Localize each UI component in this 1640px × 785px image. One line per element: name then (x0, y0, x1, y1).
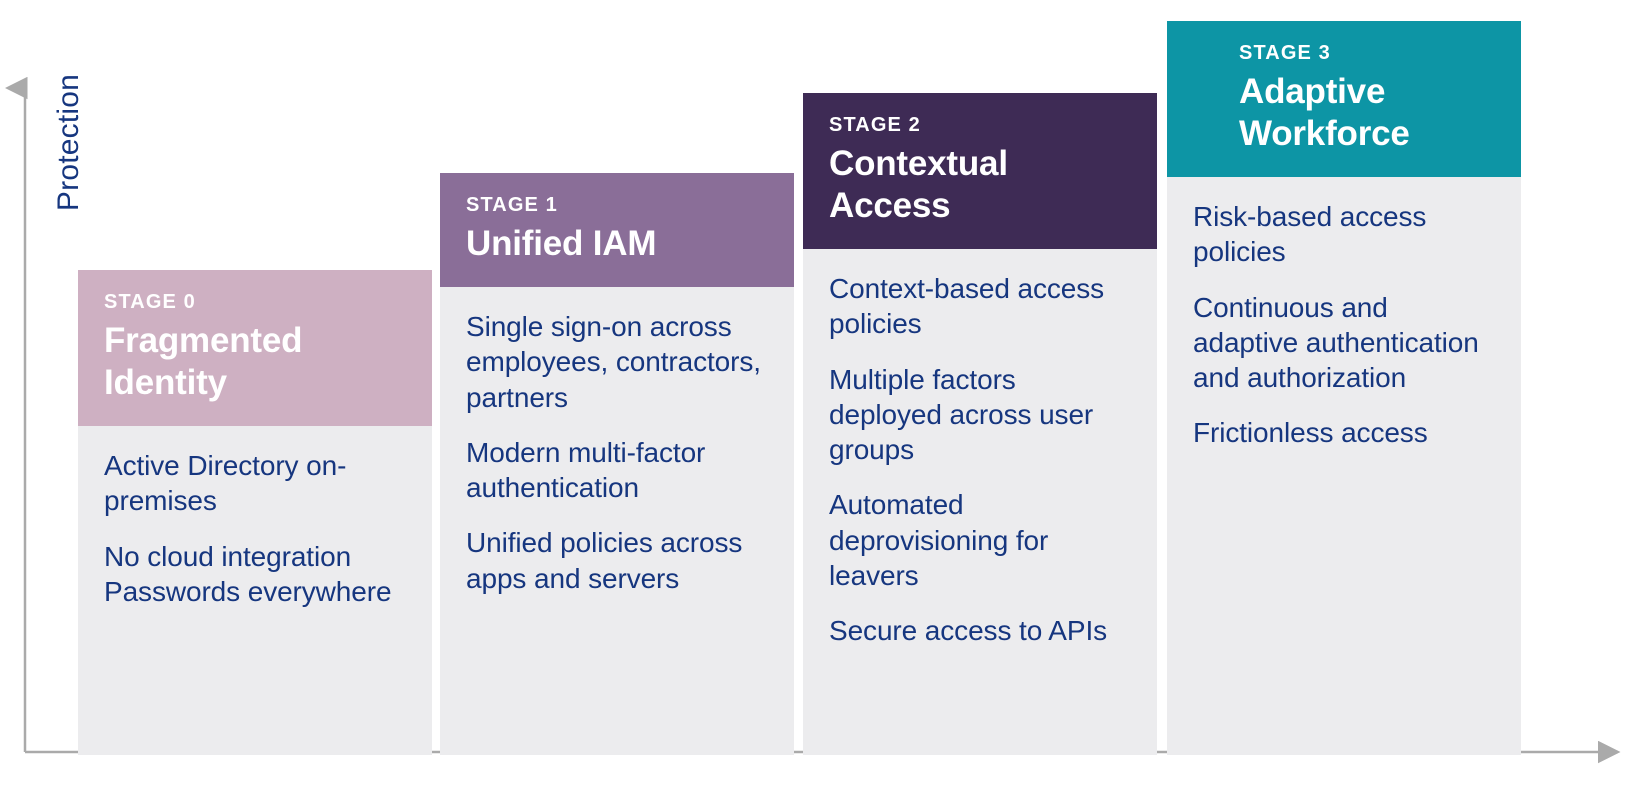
stage-column-2[interactable]: STAGE 2 Contextual Access Context-based … (803, 93, 1157, 755)
stage-item: Risk-based access policies (1193, 201, 1427, 268)
stage-item: Context-based access policies (829, 273, 1105, 340)
stage-title-1: Unified IAM (466, 224, 657, 263)
stage-eyebrow-1: STAGE 1 (466, 194, 558, 216)
stage-item: Frictionless access (1193, 417, 1428, 449)
stage-item: Unified policies across apps and servers (466, 527, 743, 594)
stage-item: Single sign-on across employees, contrac… (466, 311, 761, 413)
stage-item: Secure access to APIs (829, 615, 1108, 647)
stage-body-1: Single sign-on across employees, contrac… (440, 287, 794, 755)
stage-header-1: STAGE 1 Unified IAM (440, 173, 794, 287)
stage-title-2: Contextual Access (829, 144, 1008, 225)
stage-item: Continuous and adaptive authentication a… (1193, 291, 1479, 394)
stage-body-0: Active Directory on-premises No cloud in… (78, 426, 432, 755)
stage-eyebrow-3: STAGE 3 (1239, 42, 1331, 64)
stage-column-0[interactable]: STAGE 0 Fragmented Identity Active Direc… (78, 270, 432, 755)
stage-eyebrow-2: STAGE 2 (829, 114, 921, 136)
stage-item: Multiple factors deployed across user gr… (829, 363, 1094, 466)
stage-body-3: Risk-based access policies Continuous an… (1167, 177, 1521, 755)
stage-item: No cloud integration Passwords everywher… (104, 540, 392, 607)
stage-title-0: Fragmented Identity (104, 321, 303, 402)
stage-title-3: Adaptive Workforce (1239, 72, 1410, 153)
stage-body-2: Context-based access policies Multiple f… (803, 249, 1157, 755)
stage-item: Automated deprovisioning for leavers (829, 489, 1049, 591)
stage-item: Active Directory on-premises (104, 450, 347, 517)
stage-column-1[interactable]: STAGE 1 Unified IAM Single sign-on acros… (440, 173, 794, 755)
stage-header-3: STAGE 3 Adaptive Workforce (1167, 21, 1521, 177)
stage-eyebrow-0: STAGE 0 (104, 291, 196, 313)
stage-header-0: STAGE 0 Fragmented Identity (78, 270, 432, 426)
stage-column-3[interactable]: STAGE 3 Adaptive Workforce Risk-based ac… (1167, 21, 1521, 755)
stage-item: Modern multi-factor authentication (466, 436, 706, 504)
stage-header-2: STAGE 2 Contextual Access (803, 93, 1157, 249)
